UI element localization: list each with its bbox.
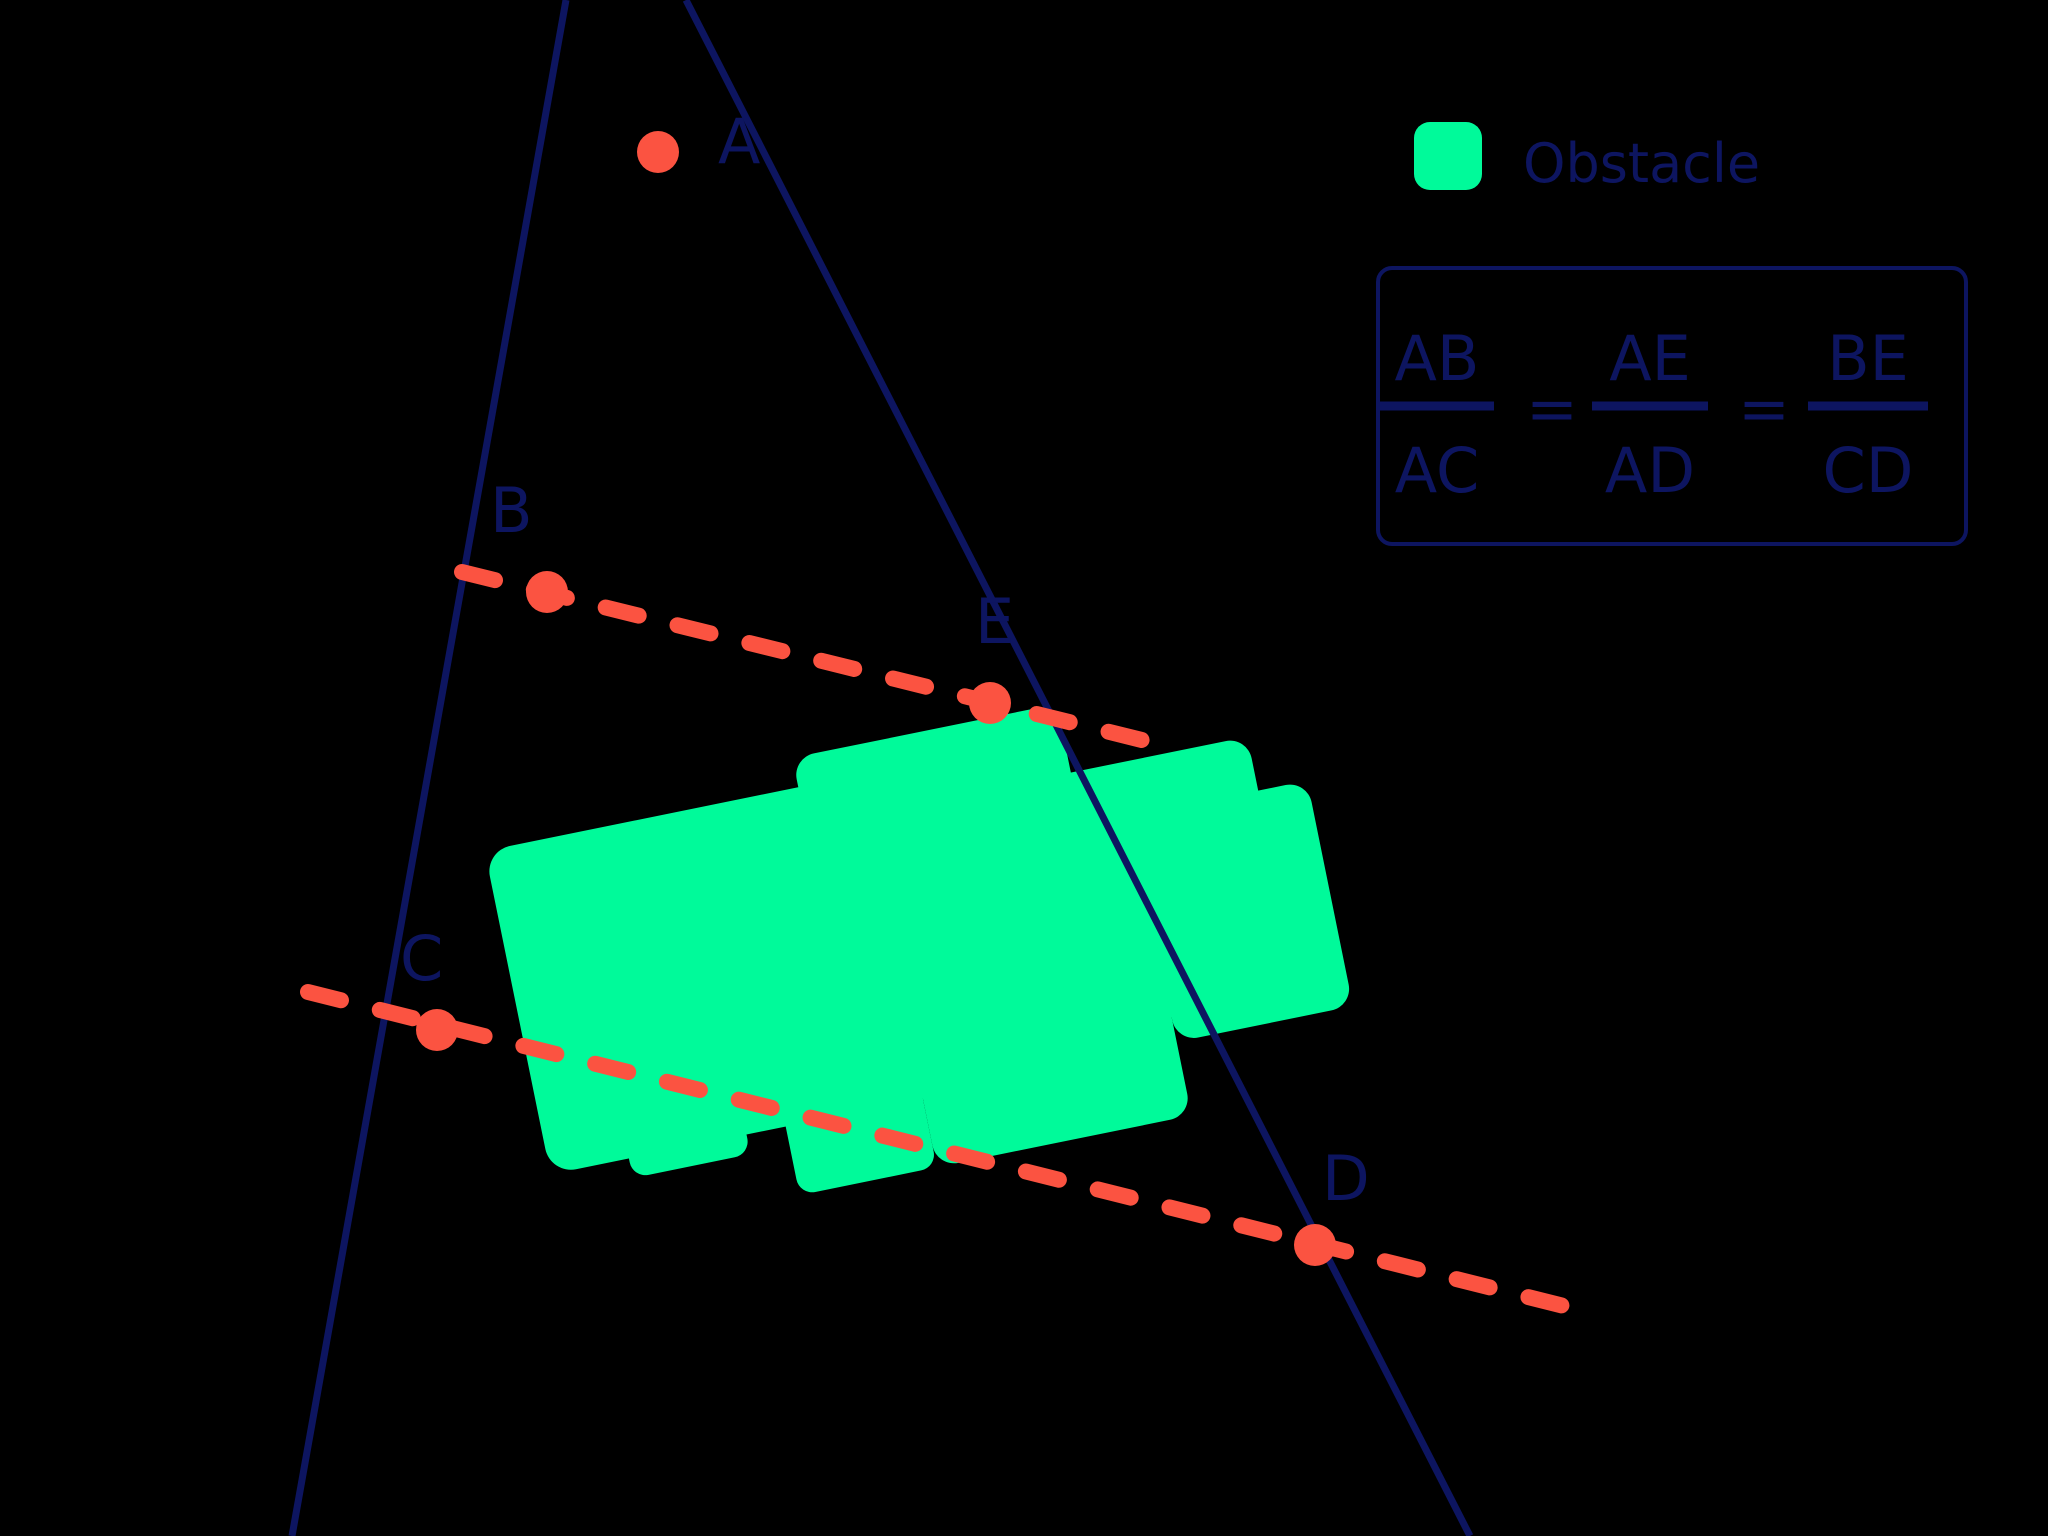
formula-operator-1: =: [1738, 372, 1790, 445]
formula-term-0-numerator: AB: [1395, 322, 1480, 395]
point-B[interactable]: [526, 571, 568, 613]
point-C[interactable]: [416, 1009, 458, 1051]
obstacle-block: [1134, 784, 1350, 1038]
point-label-B: B: [490, 474, 533, 547]
formula-box: AB AC = AE AD = BE CD: [1376, 266, 1968, 546]
point-D[interactable]: [1294, 1224, 1336, 1266]
segment-BE: [454, 564, 1166, 752]
dashed-lines-group: [300, 564, 1588, 1318]
point-label-A: A: [718, 105, 760, 178]
line-A-D: [682, 0, 1474, 1536]
points-group: A B C D E: [400, 105, 1370, 1266]
line-A-C: [288, 0, 570, 1536]
formula-term-2-denominator: CD: [1822, 434, 1913, 507]
point-E[interactable]: [969, 682, 1011, 724]
point-A[interactable]: [637, 131, 679, 173]
formula-term-1-denominator: AD: [1605, 434, 1695, 507]
obstacle-block: [776, 1042, 934, 1193]
segment-CD: [300, 984, 1588, 1318]
formula-term-1-numerator: AE: [1609, 322, 1691, 395]
formula-box-border: [1376, 266, 1968, 546]
solid-lines-group: [288, 0, 1474, 1536]
point-label-E: E: [975, 585, 1014, 658]
legend-label: Obstacle: [1523, 132, 1760, 195]
obstacle-swatch: [1414, 122, 1482, 190]
formula-term-2-numerator: BE: [1827, 322, 1909, 395]
point-label-C: C: [400, 922, 443, 995]
obstacle-block: [617, 1068, 748, 1176]
legend: Obstacle: [1414, 122, 1760, 195]
formula-operator-0: =: [1526, 372, 1578, 445]
point-label-D: D: [1322, 1142, 1370, 1215]
obstacle-shape: [489, 707, 1350, 1193]
formula-term-0-denominator: AC: [1395, 434, 1480, 507]
